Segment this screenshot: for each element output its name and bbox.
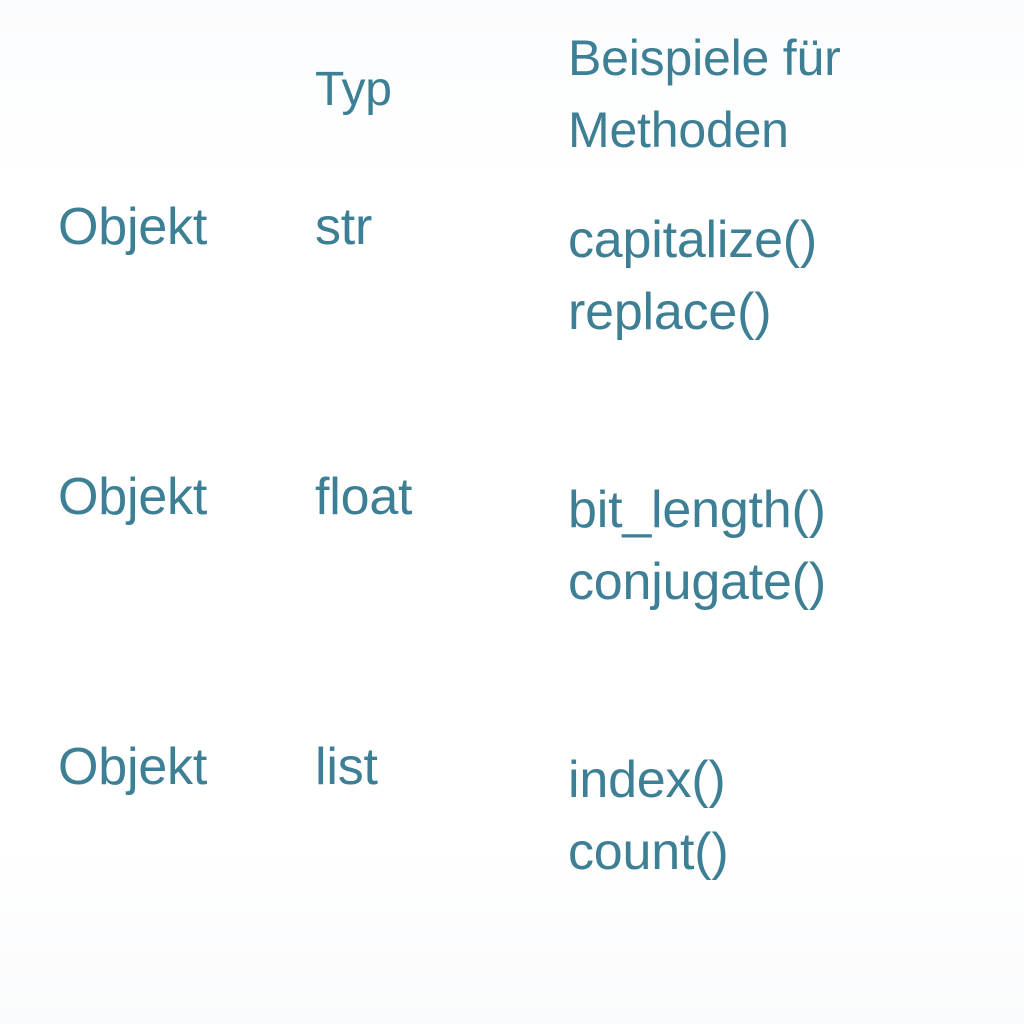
table-row: Objekt float bit_length() conjugate() xyxy=(0,460,1024,730)
cell-methods: bit_length() conjugate() xyxy=(568,474,988,618)
cell-object: Objekt xyxy=(58,738,208,796)
table-row: Objekt list index() count() xyxy=(0,730,1024,1000)
cell-methods: capitalize() replace() xyxy=(568,204,988,348)
method-name: replace() xyxy=(568,283,772,341)
table-row: Objekt str capitalize() replace() xyxy=(0,190,1024,460)
column-header-typ: Typ xyxy=(315,63,392,116)
cell-object: Objekt xyxy=(58,198,208,256)
method-name: capitalize() xyxy=(568,211,818,269)
cell-methods: index() count() xyxy=(568,744,988,888)
table-header-row: Typ Beispiele für Methoden xyxy=(0,0,1024,190)
method-name: bit_length() xyxy=(568,481,826,539)
cell-type: list xyxy=(315,738,378,796)
method-name: count() xyxy=(568,823,729,881)
method-name: index() xyxy=(568,751,726,809)
cell-type: str xyxy=(315,198,373,256)
column-header-methods-line1: Beispiele für xyxy=(568,30,841,86)
column-header-methods-line2: Methoden xyxy=(568,102,789,158)
method-name: conjugate() xyxy=(568,553,826,611)
column-header-methods: Beispiele für Methoden xyxy=(568,22,968,166)
cell-object: Objekt xyxy=(58,468,208,526)
cell-type: float xyxy=(315,468,413,526)
